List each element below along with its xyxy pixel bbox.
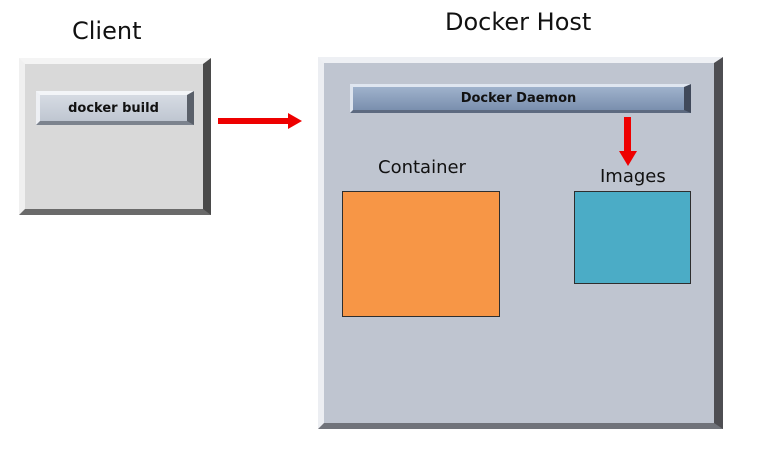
docker-daemon-bar[interactable]: Docker Daemon (350, 84, 691, 113)
daemon-to-images-arrow-head (619, 151, 637, 166)
images-label: Images (600, 166, 666, 187)
client-to-host-arrow-head (288, 113, 302, 129)
docker-build-button[interactable]: docker build (36, 91, 194, 125)
container-box[interactable] (342, 191, 500, 317)
client-to-host-arrow-shaft (218, 118, 290, 124)
container-label: Container (378, 157, 466, 178)
client-panel (19, 58, 211, 215)
daemon-to-images-arrow-shaft (624, 117, 631, 153)
images-box[interactable] (574, 191, 691, 284)
client-title: Client (72, 17, 142, 45)
docker-host-title: Docker Host (445, 8, 592, 36)
